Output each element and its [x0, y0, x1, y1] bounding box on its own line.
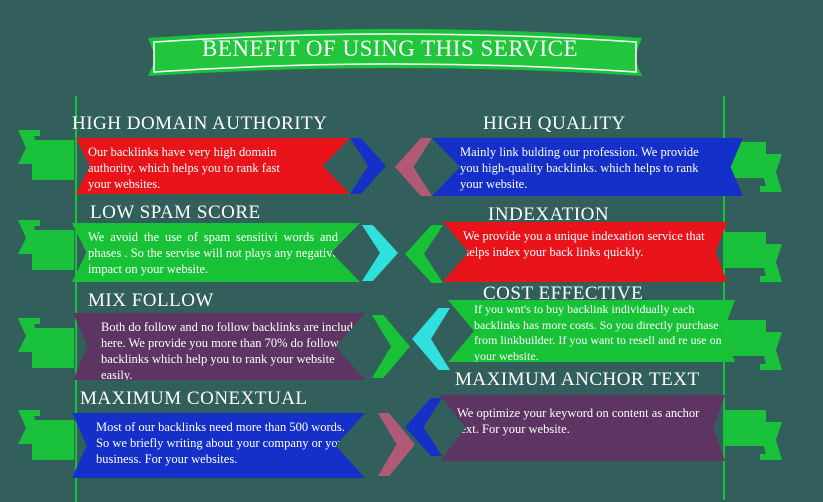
benefit-ribbon: We provide you a unique indexation servi… — [443, 222, 727, 282]
benefit-ribbon: If you wnt's to buy backlink individuall… — [448, 300, 735, 362]
chevron-right-icon — [362, 225, 398, 281]
benefit-ribbon: Both do follow and no follow backlinks a… — [73, 313, 365, 380]
page-title: BENEFIT OF USING THIS SERVICE — [201, 36, 578, 61]
flag-icon — [18, 220, 74, 270]
chevron-left-icon — [412, 308, 450, 370]
chevron-left-icon — [405, 225, 443, 283]
left-timeline-line — [75, 96, 77, 502]
right-timeline-line — [723, 96, 725, 500]
benefit-title: HIGH DOMAIN AUTHORITY — [72, 113, 328, 134]
flag-icon — [18, 410, 74, 460]
title-banner — [148, 29, 642, 76]
chevron-left-icon — [395, 138, 432, 196]
benefit-title: MIX FOLLOW — [88, 290, 214, 311]
benefit-ribbon: Most of our backlinks need more than 500… — [72, 413, 365, 478]
flag-icon — [724, 410, 782, 460]
flag-icon — [724, 320, 782, 370]
flag-icon — [724, 232, 782, 282]
benefit-ribbon: We optimize your keyword on content as a… — [440, 395, 725, 461]
benefit-ribbon: We avoid the use of spam sensitivi words… — [72, 223, 360, 282]
benefit-title: INDEXATION — [488, 204, 610, 225]
chevron-right-icon — [372, 315, 410, 378]
benefit-title: COST EFFECTIVE — [483, 283, 644, 304]
benefit-title: MAXIMUM CONEXTUAL — [80, 388, 308, 409]
benefit-ribbon: Our backlinks have very high domain auth… — [76, 138, 350, 194]
flag-icon — [18, 318, 74, 368]
benefit-ribbon: Mainly link bulding our profession. We p… — [432, 138, 743, 196]
benefit-title: MAXIMUM ANCHOR TEXT — [455, 369, 700, 390]
benefit-title: HIGH QUALITY — [483, 113, 626, 134]
benefit-title: LOW SPAM SCORE — [90, 202, 261, 223]
flag-icon — [18, 130, 74, 180]
chevron-right-icon — [350, 138, 386, 194]
